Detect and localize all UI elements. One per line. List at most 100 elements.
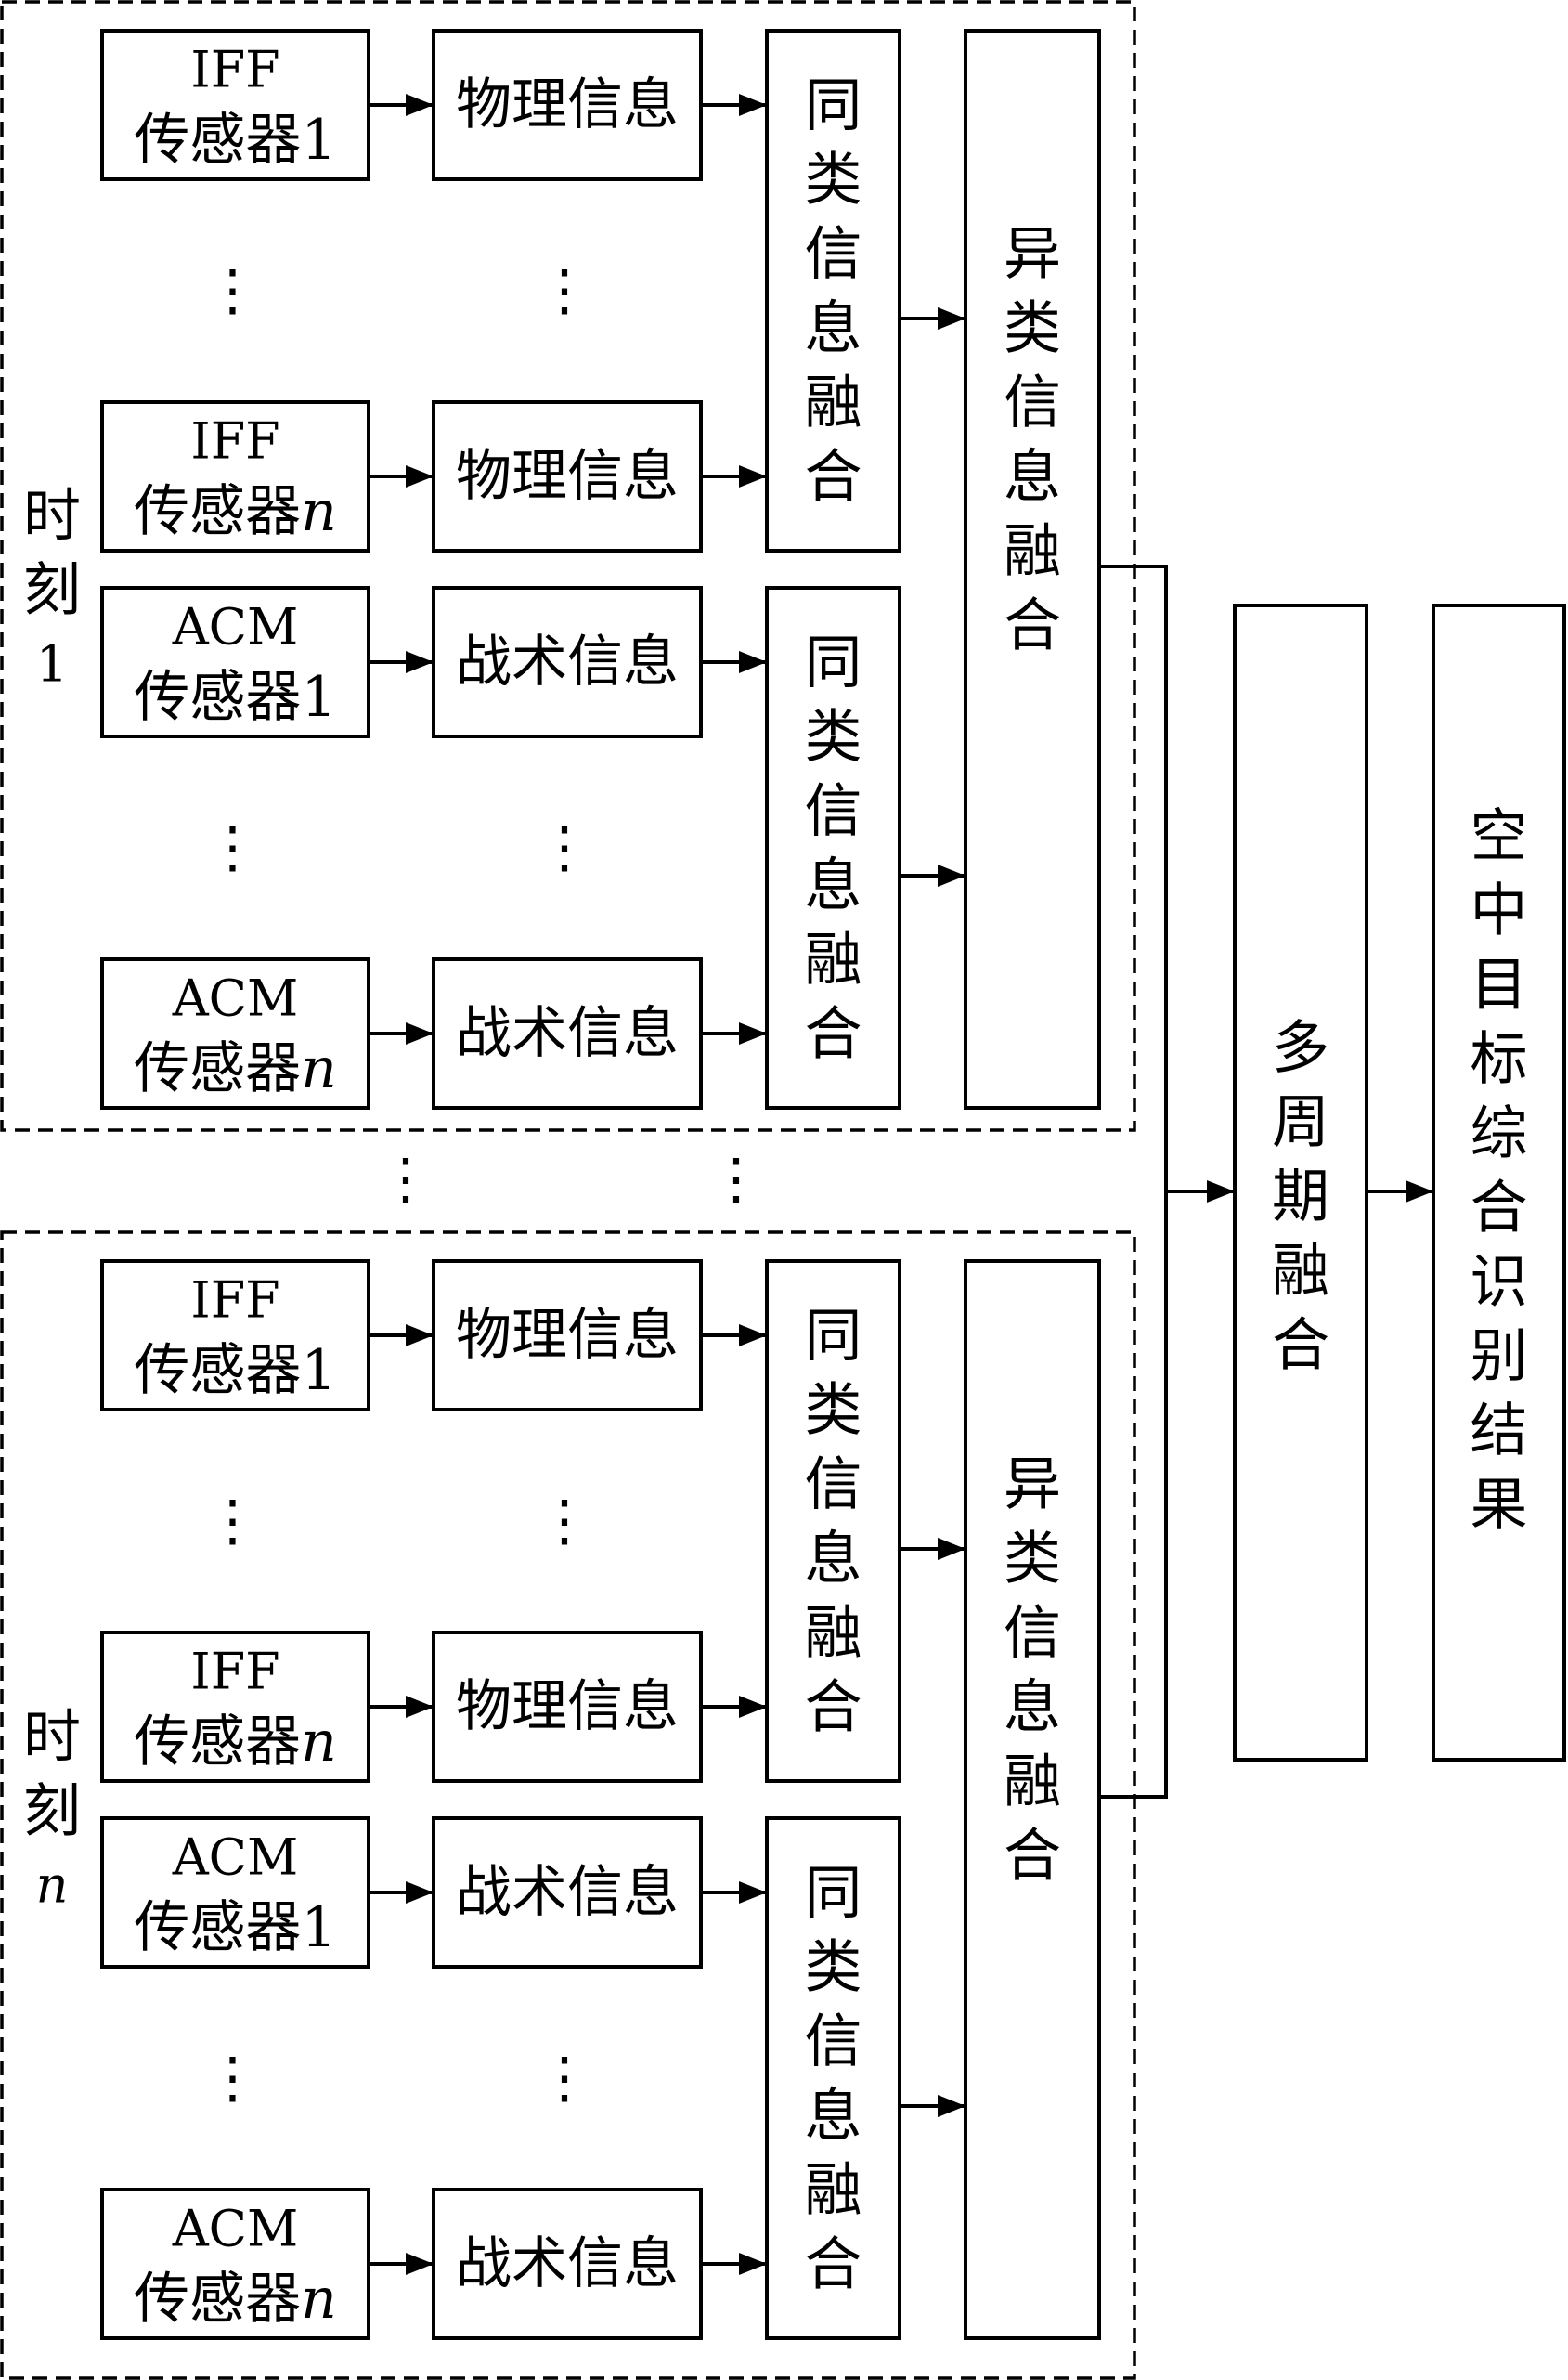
moment-frame-2 — [0, 1230, 1136, 2380]
same-fusion-char: 类 — [804, 1933, 862, 2001]
sensor-type: 传感器 — [134, 665, 301, 730]
same-fusion-char: 息 — [804, 1525, 862, 1593]
info-label: 战术信息 — [456, 1860, 679, 1925]
info-label: 物理信息 — [456, 1674, 679, 1739]
ellipsis-info: ⋮ — [537, 2046, 592, 2111]
sensor-acm-n-name: ACM — [172, 2200, 299, 2258]
sensor-iff-n-name: IFF — [190, 412, 279, 471]
info-box — [432, 1816, 703, 1969]
sensor-iff-1-name: IFF — [190, 1271, 279, 1330]
sensor-index: n — [301, 2267, 337, 2332]
moment-label-index: n — [36, 1856, 69, 1915]
info-label: 物理信息 — [456, 1303, 679, 1368]
result-char: 结 — [1470, 1397, 1527, 1464]
sensor-iff-n-box — [100, 400, 370, 553]
sensor-index: 1 — [301, 1895, 336, 1960]
moment-label-char: 时 — [23, 482, 81, 550]
sensor-index: n — [301, 1710, 337, 1775]
moment-label-index: 1 — [36, 635, 68, 694]
sensor-acm-1-label: 传感器1 — [134, 665, 336, 730]
info-box — [432, 2188, 703, 2340]
same-fusion-char: 合 — [804, 1000, 862, 1068]
bracket-connector — [1099, 565, 1168, 1799]
sensor-index: n — [301, 479, 337, 544]
same-fusion-char: 融 — [804, 1599, 862, 1667]
ellipsis-sensor: ⋮ — [205, 2046, 261, 2111]
hetero-fusion-char: 合 — [1004, 592, 1061, 659]
same-fusion-char: 信 — [804, 2008, 862, 2075]
same-fusion-char: 融 — [804, 369, 862, 436]
result-box — [1432, 604, 1566, 1762]
hetero-fusion-char: 融 — [1004, 517, 1061, 585]
hetero-fusion-char: 息 — [1004, 1673, 1061, 1741]
sensor-type: 传感器 — [134, 108, 301, 173]
sensor-acm-1-label: 传感器1 — [134, 1895, 336, 1960]
moment-label-char: 刻 — [23, 556, 81, 624]
ellipsis-sensor: ⋮ — [205, 258, 261, 323]
hetero-fusion-char: 信 — [1004, 369, 1061, 436]
sensor-type: 传感器 — [134, 1338, 301, 1403]
multi-period-fusion-char: 合 — [1272, 1311, 1329, 1379]
same-fusion-box-1 — [765, 1259, 901, 1783]
hetero-fusion-char: 异 — [1004, 1450, 1061, 1518]
result-char: 果 — [1470, 1471, 1527, 1539]
same-fusion-box-2 — [765, 1816, 901, 2340]
hetero-fusion-char: 融 — [1004, 1748, 1061, 1815]
result-char: 合 — [1470, 1174, 1527, 1242]
same-fusion-char: 息 — [804, 2082, 862, 2150]
same-fusion-char: 同 — [804, 1302, 862, 1370]
same-fusion-char: 同 — [804, 72, 862, 139]
info-box — [432, 586, 703, 738]
ellipsis-moments-left: ⋮ — [378, 1147, 434, 1212]
same-fusion-char: 同 — [804, 629, 862, 696]
info-box — [432, 1631, 703, 1783]
sensor-iff-1-box — [100, 1259, 370, 1411]
hetero-fusion-box — [964, 1259, 1101, 2340]
ellipsis-info: ⋮ — [537, 258, 592, 323]
sensor-acm-n-label: 传感器n — [134, 2267, 337, 2332]
same-fusion-char: 类 — [804, 146, 862, 214]
hetero-fusion-box — [964, 29, 1101, 1110]
sensor-iff-n-box — [100, 1631, 370, 1783]
hetero-fusion-char: 信 — [1004, 1599, 1061, 1667]
result-char: 空 — [1470, 802, 1527, 870]
hetero-fusion-char: 息 — [1004, 443, 1061, 511]
info-box — [432, 400, 703, 553]
sensor-acm-1-name: ACM — [172, 1828, 299, 1887]
sensor-acm-1-box — [100, 586, 370, 738]
info-box — [432, 957, 703, 1110]
same-fusion-char: 息 — [804, 852, 862, 919]
moment-label-char: 刻 — [23, 1777, 81, 1845]
same-fusion-box-1 — [765, 29, 901, 553]
multi-period-fusion-box — [1233, 604, 1368, 1762]
result-char: 中 — [1470, 877, 1527, 944]
info-label: 物理信息 — [456, 444, 679, 509]
sensor-index: 1 — [301, 665, 336, 730]
same-fusion-char: 同 — [804, 1859, 862, 1927]
same-fusion-char: 类 — [804, 1376, 862, 1444]
result-char: 目 — [1470, 951, 1527, 1019]
same-fusion-char: 信 — [804, 220, 862, 288]
sensor-iff-n-label: 传感器n — [134, 479, 337, 544]
same-fusion-char: 息 — [804, 294, 862, 362]
sensor-index: 1 — [301, 108, 336, 173]
sensor-type: 传感器 — [134, 1710, 301, 1775]
same-fusion-char: 类 — [804, 703, 862, 771]
ellipsis-sensor: ⋮ — [205, 815, 261, 880]
result-char: 标 — [1470, 1025, 1527, 1093]
same-fusion-char: 合 — [804, 1673, 862, 1741]
sensor-iff-1-label: 传感器1 — [134, 108, 336, 173]
sensor-iff-n-label: 传感器n — [134, 1710, 337, 1775]
result-char: 综 — [1470, 1099, 1527, 1167]
sensor-type: 传感器 — [134, 479, 301, 544]
info-box — [432, 1259, 703, 1411]
